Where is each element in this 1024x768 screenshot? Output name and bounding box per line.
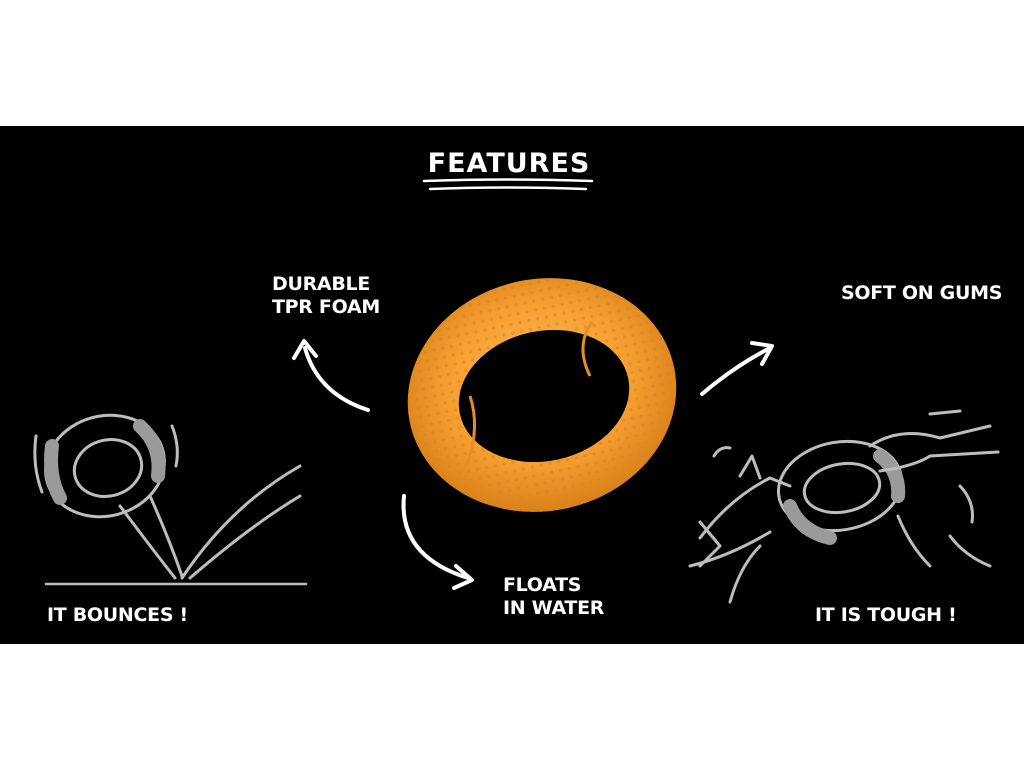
feature-durable-label: DURABLE TPR FOAM [272, 273, 380, 319]
title-underline [422, 178, 594, 191]
feature-soft-text: SOFT ON GUMS [841, 282, 1003, 304]
features-title: FEATURES [0, 148, 1024, 179]
arrow-floats-icon [401, 494, 474, 590]
feature-tough-text: IT IS TOUGH ! [815, 604, 957, 626]
feature-bounces-label: IT BOUNCES ! [47, 604, 188, 627]
features-banner: FEATURES [0, 126, 1024, 644]
feature-durable-line1: DURABLE [272, 273, 371, 295]
features-title-text: FEATURES [427, 148, 591, 179]
arrow-soft-icon [700, 341, 774, 396]
feature-soft-label: SOFT ON GUMS [841, 282, 1002, 305]
feature-durable-line2: TPR FOAM [272, 296, 380, 318]
ring-toy-image [407, 278, 677, 512]
feature-floats-label: FLOATS IN WATER [503, 574, 604, 620]
illustration-canvas [33, 178, 1000, 604]
arrow-durable-icon [292, 339, 370, 412]
feature-floats-line2: IN WATER [503, 597, 605, 619]
tug-sketch-icon [688, 409, 1000, 604]
bouncing-ring-sketch-icon [33, 413, 308, 586]
feature-tough-label: IT IS TOUGH ! [815, 604, 957, 627]
feature-bounces-text: IT BOUNCES ! [47, 604, 188, 626]
feature-floats-line1: FLOATS [503, 574, 582, 596]
